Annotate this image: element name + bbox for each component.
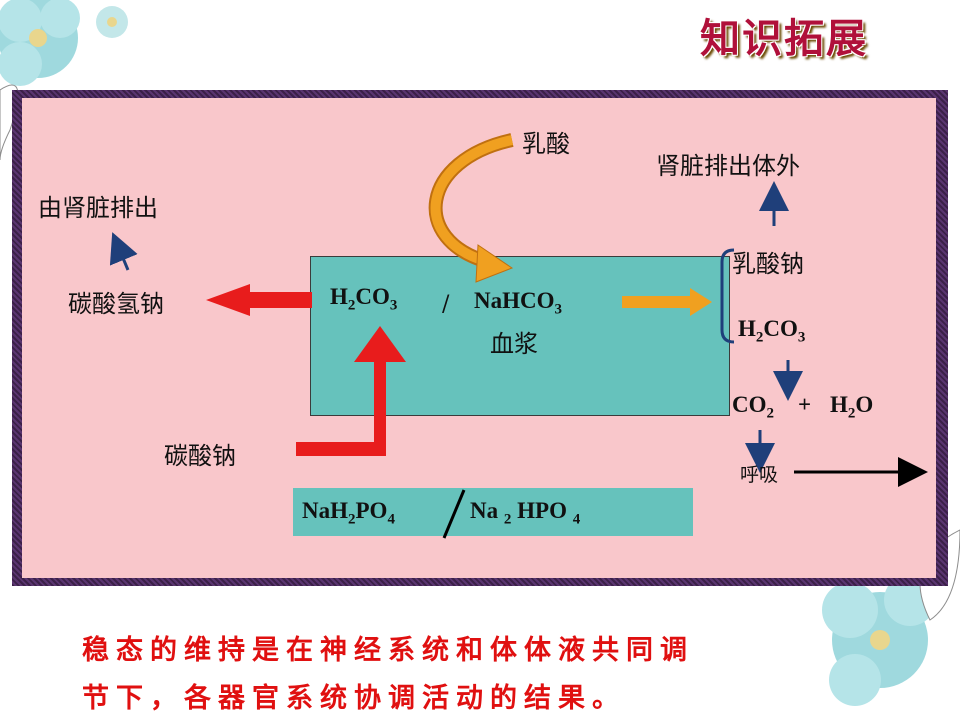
plasma-label: 血浆 xyxy=(490,330,538,358)
h2o-formula: H2O xyxy=(830,392,873,423)
formula-text: Na 2 HPO 4 xyxy=(470,498,581,528)
plasma-h2co3-formula: H2CO3 xyxy=(330,284,397,315)
phosphate-buffer-box xyxy=(293,488,693,536)
plus-sign: + xyxy=(798,392,812,417)
formula-text: CO2 xyxy=(732,392,774,422)
kidney-out-body-label: 肾脏排出体外 xyxy=(656,152,800,180)
conclusion-line-1: 稳态的维持是在神经系统和体体液共同调 xyxy=(82,635,694,666)
formula-text: H2CO3 xyxy=(330,284,398,314)
conclusion-line-2: 节下，各器官系统协调活动的结果。 xyxy=(82,683,626,714)
section-badge: 知识拓展 xyxy=(700,16,868,62)
right-bracket xyxy=(720,248,735,344)
flower-bottom-right-icon xyxy=(822,529,960,706)
lactic-acid-arrowhead xyxy=(475,244,514,283)
plasma-nahco3-formula: NaHCO3 xyxy=(474,288,562,319)
respiration-label: 呼吸 xyxy=(740,464,779,486)
plasma-separator: / xyxy=(442,292,450,317)
sodium-lactate-label: 乳酸钠 xyxy=(732,250,804,278)
formula-text: NaH2PO4 xyxy=(302,498,395,528)
nah2po4-formula: NaH2PO4 xyxy=(302,498,395,529)
formula-text: NaHCO3 xyxy=(474,288,562,318)
co2-formula: CO2 xyxy=(732,392,774,423)
lactic-acid-label: 乳酸 xyxy=(522,130,570,158)
na2hpo4-formula: Na 2 HPO 4 xyxy=(470,498,580,529)
sodium-carbonate-label: 碳酸钠 xyxy=(164,442,236,470)
right-h2co3-formula: H2CO3 xyxy=(738,316,805,347)
phosphate-slash xyxy=(442,489,466,539)
sodium-carbonate-arrow xyxy=(296,326,406,456)
kidney-up-arrow-left xyxy=(109,232,138,271)
sodium-bicarbonate-label: 碳酸氢钠 xyxy=(68,290,164,318)
formula-text: H2O xyxy=(830,392,874,422)
kidney-excrete-label: 由肾脏排出 xyxy=(38,194,158,222)
to-sodium-bicarbonate-arrow xyxy=(206,284,312,316)
to-lactate-arrow xyxy=(622,288,712,316)
formula-text: H2CO3 xyxy=(738,316,806,346)
